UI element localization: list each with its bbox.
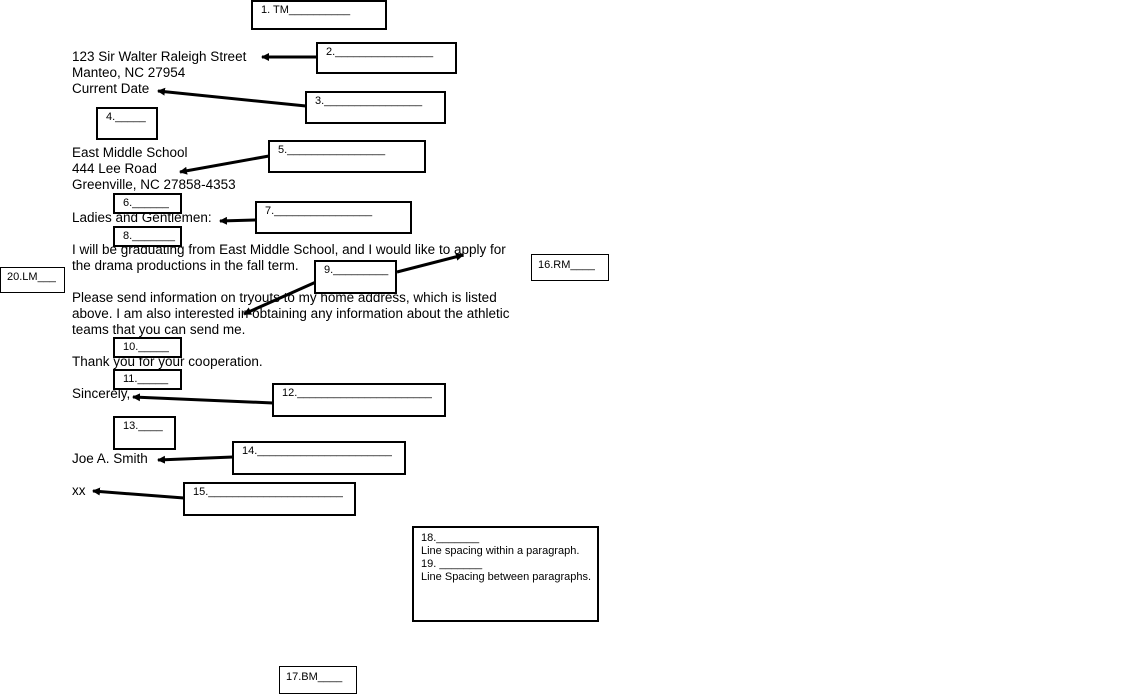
label-box-15: 15.______________________	[183, 482, 356, 516]
label-box-2: 2.________________	[316, 42, 457, 74]
label-box-20: 20.LM___	[0, 267, 65, 293]
label-box-3: 3.________________	[305, 91, 446, 124]
date-line: Current Date	[72, 81, 150, 96]
label-box-6: 6.______	[113, 193, 182, 214]
label-box-10: 10._____	[113, 337, 182, 358]
arrow-9a	[396, 252, 464, 274]
arrow-9b	[243, 280, 317, 316]
label-18-description: Line spacing within a paragraph.	[421, 545, 580, 557]
label-box-12: 12.______________________	[272, 383, 446, 417]
reference-initials: xx	[72, 483, 86, 498]
label-box-13: 13.____	[113, 416, 176, 450]
label-box-14: 14.______________________	[232, 441, 406, 475]
arrow-15	[92, 487, 185, 500]
inside-address-city: Greenville, NC 27858-4353	[72, 177, 236, 192]
arrow-3	[157, 87, 307, 108]
label-18: 18._______	[421, 532, 480, 544]
body-paragraph-1-line-2: the drama productions in the fall term.	[72, 258, 299, 273]
return-address-city: Manteo, NC 27954	[72, 65, 186, 80]
label-box-4: 4._____	[96, 107, 158, 140]
label-box-7: 7.________________	[255, 201, 412, 234]
arrow-7	[219, 216, 257, 225]
label-box-9: 9._________	[314, 260, 397, 294]
label-box-17: 17.BM____	[279, 666, 357, 694]
inside-address-name: East Middle School	[72, 145, 188, 160]
label-19-description: Line Spacing between paragraphs.	[421, 571, 592, 583]
label-box-5: 5.________________	[268, 140, 426, 173]
label-box-8: 8._______	[113, 226, 182, 247]
arrow-5	[179, 154, 270, 175]
arrow-14	[157, 455, 234, 464]
body-paragraph-2-line-2: above. I am also interested in obtaining…	[72, 306, 510, 321]
label-box-16: 16.RM____	[531, 254, 609, 281]
label-19: 19. _______	[421, 558, 483, 570]
signature-name: Joe A. Smith	[72, 451, 148, 466]
inside-address-street: 444 Lee Road	[72, 161, 157, 176]
body-paragraph-2-line-3: teams that you can send me.	[72, 322, 246, 337]
label-box-1: 1. TM__________	[251, 0, 387, 30]
arrow-12	[132, 393, 274, 405]
label-box-18-19: 18._______ Line spacing within a paragra…	[412, 526, 599, 622]
label-box-11: 11._____	[113, 369, 182, 390]
return-address-street: 123 Sir Walter Raleigh Street	[72, 49, 247, 64]
